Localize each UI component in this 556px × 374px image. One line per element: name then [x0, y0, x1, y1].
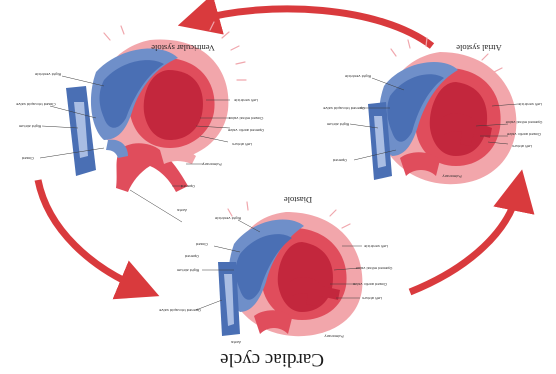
label-left-ventricle: Left ventricle [517, 102, 541, 106]
stage-title-ventricular-systole: Ventricular systole [151, 43, 215, 53]
label-left-ventricle: Left ventricle [363, 244, 387, 248]
cycle-arrow-top [198, 9, 432, 46]
label-left-atrium: Left atrium [362, 296, 382, 300]
label-pulmonary: Pulmonary [442, 174, 462, 178]
label-closed: Closed [196, 242, 208, 246]
heart-diastole [218, 202, 362, 336]
heart-atrial-systole [368, 38, 516, 184]
label-opened-tricuspid-valve: Opened tricuspid valve [322, 106, 364, 110]
cycle-arrow-left [38, 180, 140, 288]
label-opened-mitral-valve: Opened mitral valve [505, 120, 542, 124]
label-left-ventricle: Left ventricle [233, 98, 257, 102]
stage-title-diastole: Diastole [284, 195, 313, 205]
label-closed-mitral-valve: Closed mitral valve [228, 116, 263, 120]
label-opened: Opened [333, 158, 347, 162]
label-right-ventricle: Right ventricle [214, 216, 241, 220]
label-closed-tricuspid-valve: Closed tricuspid valve [15, 102, 55, 106]
label-opened: Opened [181, 184, 195, 188]
label-pulmonary: Pulmonary [324, 334, 344, 338]
cycle-arrow-right [410, 190, 518, 292]
label-right-ventricle: Right ventricle [34, 72, 61, 76]
label-opened: Opened [185, 254, 199, 258]
label-right-ventricle: Right ventricle [344, 74, 371, 78]
label-opened-mitral-valve: Opened mitral valve [355, 266, 392, 270]
label-opened-tricuspid-valve: Opened tricuspid valve [158, 308, 200, 312]
label-left-atrium: Left atrium [232, 142, 252, 146]
label-opened-aortic-valve: Opened aortic valve [227, 128, 264, 132]
stage-title-atrial-systole: Atrial systole [456, 43, 502, 53]
label-right-atrium: Right atrium [18, 124, 41, 128]
label-closed-aortic-valve: Closed aortic valve [352, 282, 387, 286]
label-pulmonary: Pulmonary [202, 162, 222, 166]
label-right-atrium: Right atrium [176, 268, 199, 272]
label-closed-aortic-valve: Closed aortic valve [506, 132, 541, 136]
label-aorta: Aorta [177, 208, 187, 212]
label-aorta: Aorta [231, 340, 241, 344]
figure-title: Cardiac cycle [220, 349, 324, 370]
label-left-atrium: Left atrium [512, 144, 532, 148]
label-right-atrium: Right atrium [326, 122, 349, 126]
label-closed: Closed [22, 156, 34, 160]
